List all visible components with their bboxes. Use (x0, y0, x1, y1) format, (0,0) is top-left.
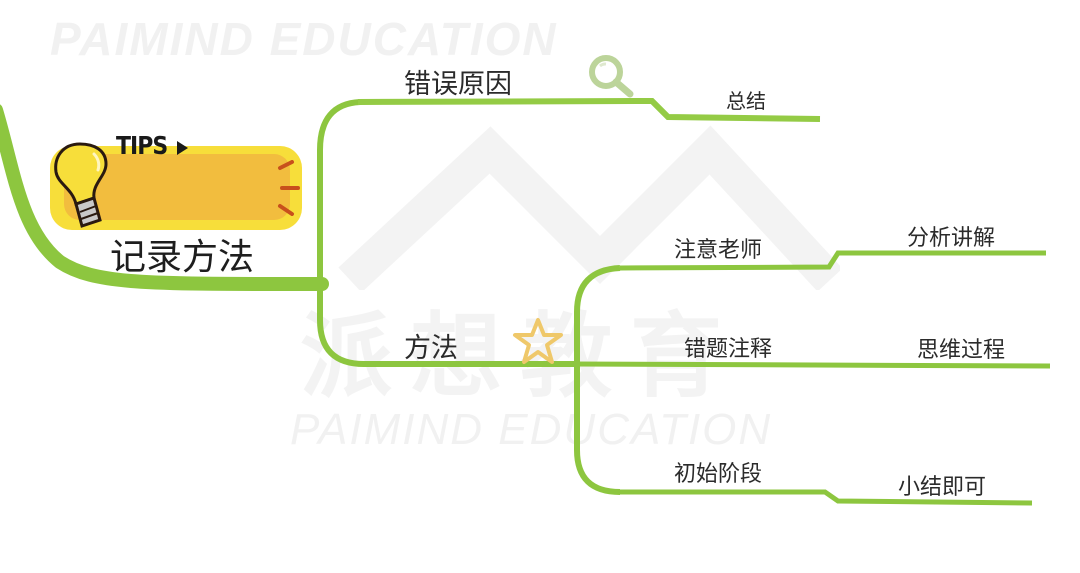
star-icon (513, 318, 563, 364)
root-node-label[interactable]: 记录方法 (110, 237, 255, 278)
leaf-label-brief-summary[interactable]: 小结即可 (898, 475, 987, 500)
watermark-bottom: PAIMIND EDUCATION (290, 405, 773, 454)
sub-label-initial-stage[interactable]: 初始阶段 (674, 462, 763, 487)
lightbulb-icon (54, 142, 108, 228)
leaf-label-summary[interactable]: 总结 (726, 89, 766, 113)
leaf-label-analysis[interactable]: 分析讲解 (907, 226, 996, 251)
watermark-top: PAIMIND EDUCATION (50, 13, 558, 65)
tips-accent-icon (278, 160, 300, 216)
branch-label-method[interactable]: 方法 (404, 333, 458, 364)
tips-arrow-icon (177, 141, 188, 155)
watermark-logo-icon (338, 125, 840, 290)
watermark-middle: 派想教育 (300, 303, 741, 410)
leaf-label-thinking-process[interactable]: 思维过程 (917, 338, 1006, 363)
tips-label: TIPS (116, 132, 168, 161)
branch-label-cause[interactable]: 错误原因 (404, 69, 512, 100)
magnifier-icon (589, 55, 634, 98)
sub-label-notice-teacher[interactable]: 注意老师 (674, 238, 763, 263)
sub-label-annotate-errors[interactable]: 错题注释 (684, 337, 773, 362)
